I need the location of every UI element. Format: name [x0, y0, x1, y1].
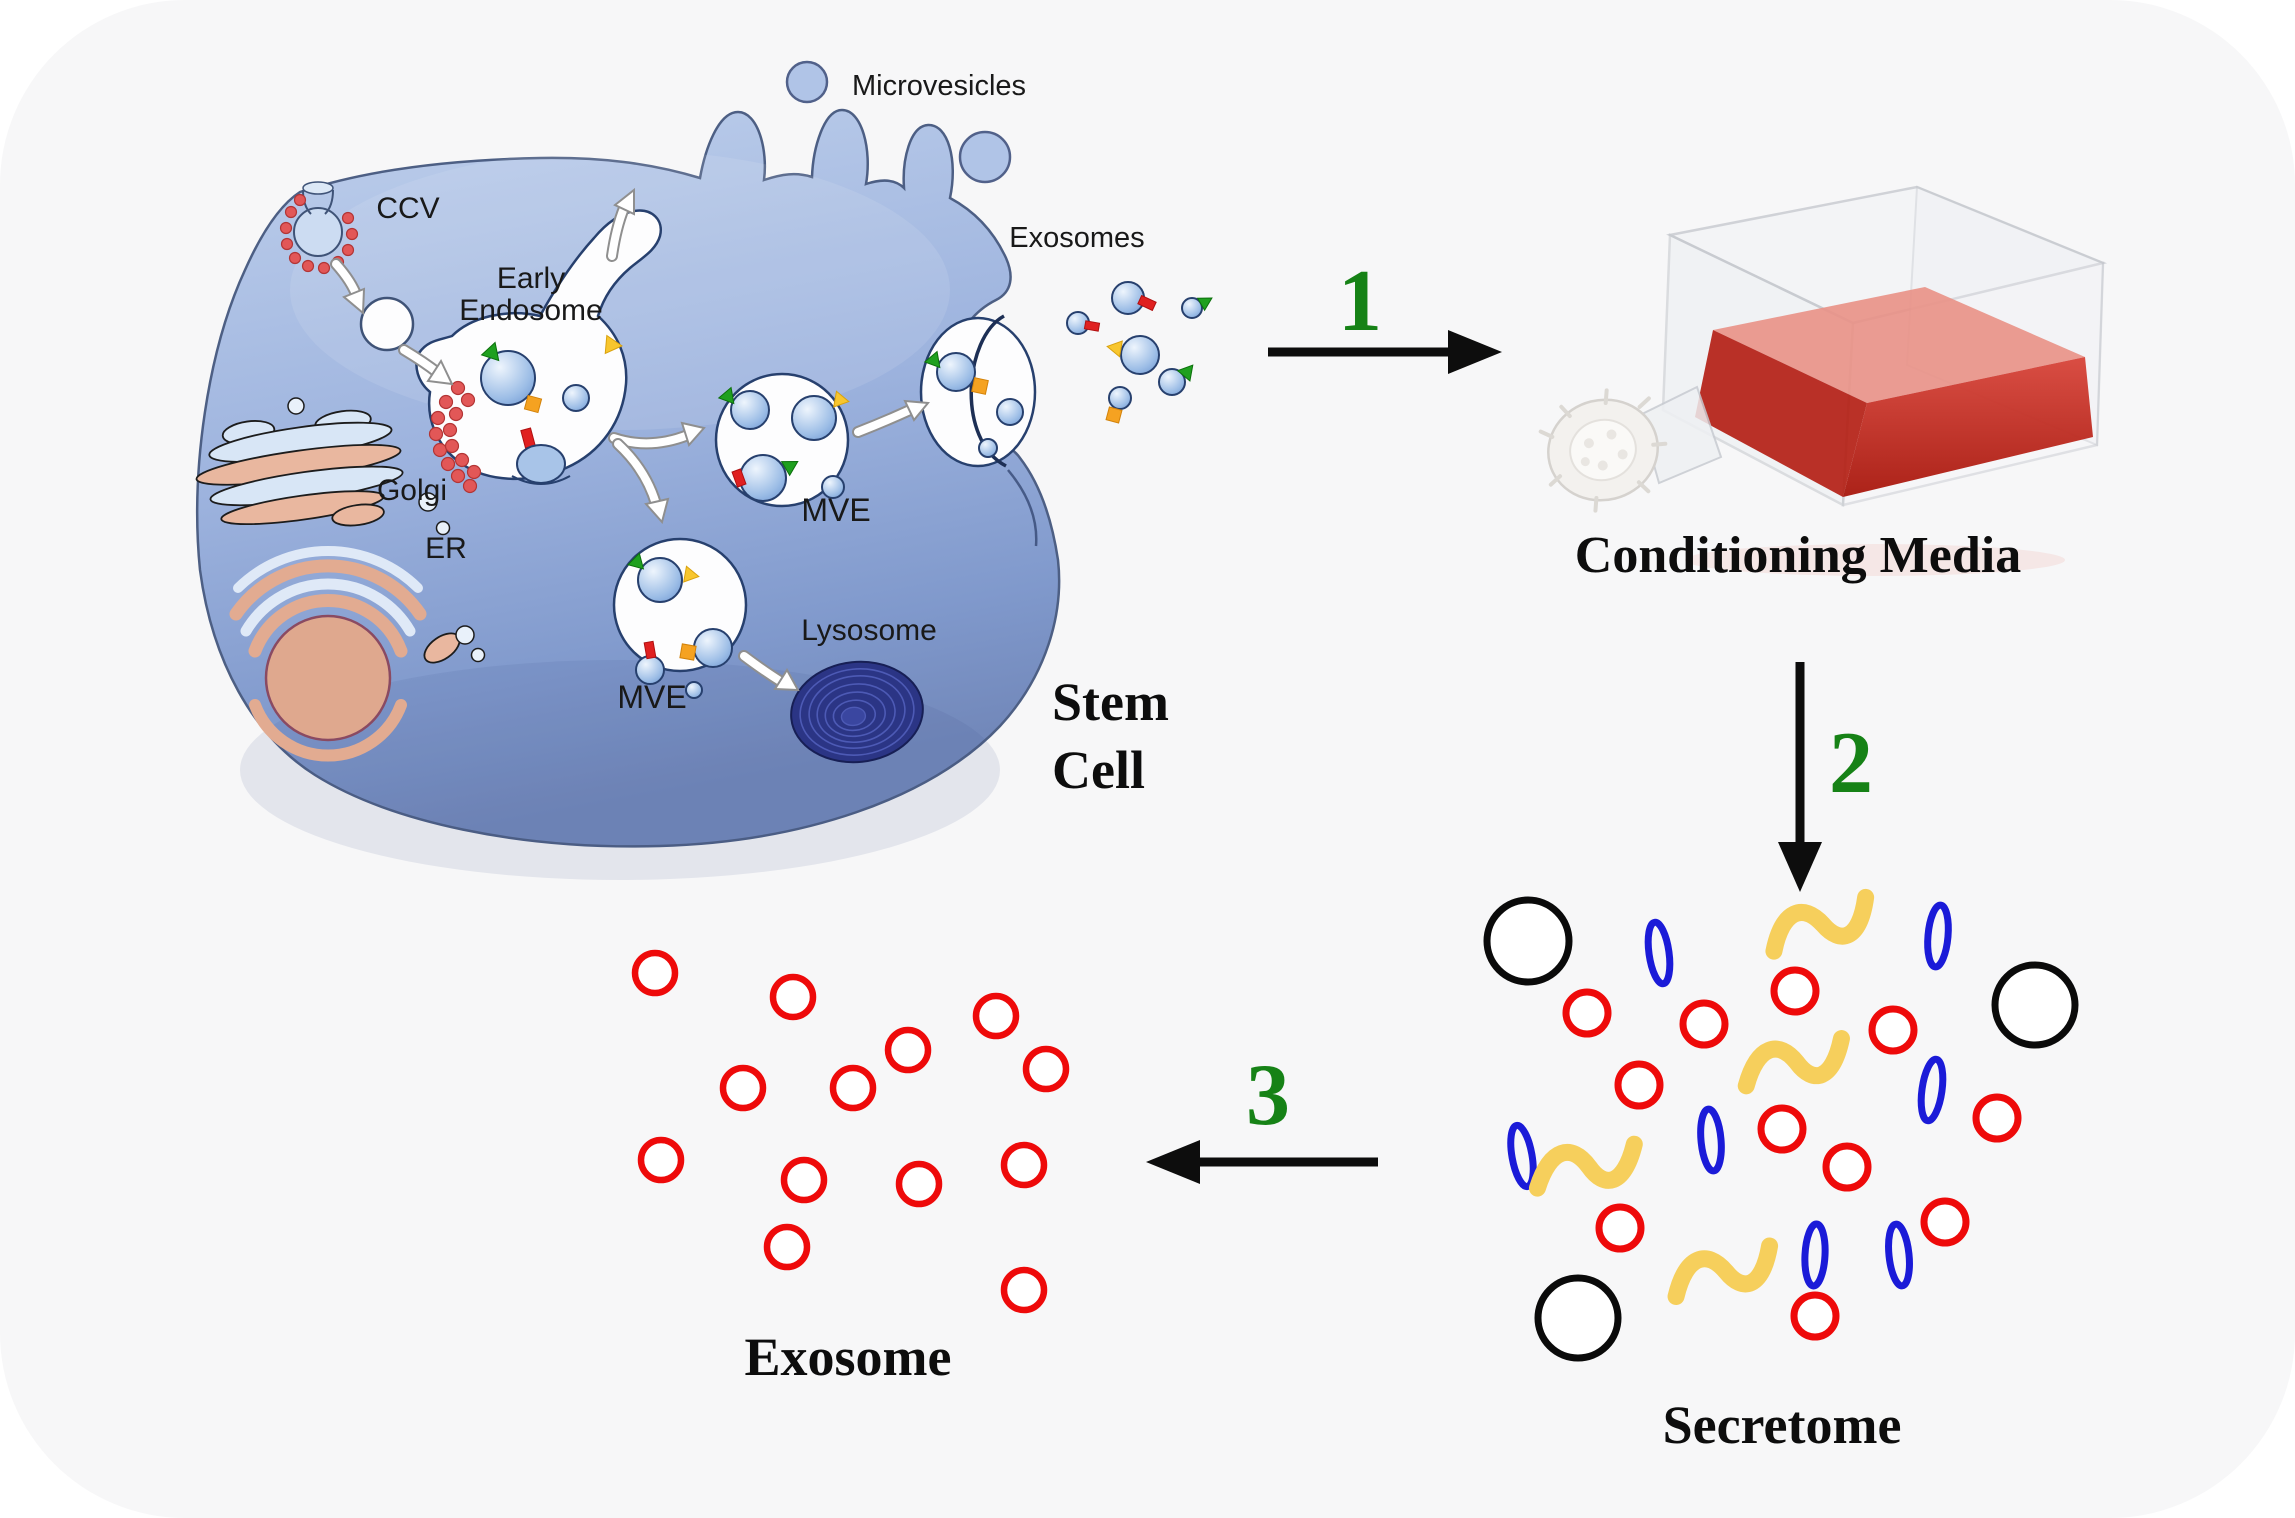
secretome-protein-ellipse — [1697, 1105, 1725, 1175]
step-3-arrow — [1146, 1140, 1378, 1184]
secretome-exosome-circle — [1679, 999, 1729, 1049]
exosome-circle — [780, 1156, 828, 1204]
secretome-exosome-circle — [1920, 1197, 1970, 1247]
flask-cap — [1538, 388, 1668, 513]
secretome-blue-ellipses — [1507, 901, 1952, 1290]
secretome-exosome-circle — [1757, 1104, 1807, 1154]
early-endosome-label-line2: Endosome — [459, 294, 602, 327]
step-1-number: 1 — [1338, 253, 1382, 350]
secretome-protein-ellipse — [1885, 1220, 1913, 1290]
mve-upper-label: MVE — [801, 492, 870, 528]
secretome-protein-ellipse — [1507, 1121, 1537, 1191]
conditioning-media-label: Conditioning Media — [1575, 527, 2021, 584]
clathrin-coat-dots — [279, 193, 359, 275]
exosomes-label: Exosomes — [1009, 222, 1144, 254]
er-label: ER — [425, 532, 467, 565]
exosome-circle — [1022, 1045, 1070, 1093]
secretome-exosome-circle — [1770, 966, 1820, 1016]
exosome-circle — [637, 1136, 685, 1184]
step-3-number: 3 — [1246, 1047, 1290, 1144]
exosome-label: Exosome — [745, 1327, 952, 1387]
step-2-arrow — [1778, 662, 1822, 892]
secretome-exosome-circle — [1972, 1093, 2022, 1143]
media-left — [1695, 330, 1867, 497]
flask-reflection — [1685, 544, 2065, 576]
secretome-exosome-circle — [1822, 1142, 1872, 1192]
stem-cell-illustration: CCV Early Endosome Golgi ER MVE MVE Lyso… — [195, 60, 1213, 880]
exosome-circle — [884, 1026, 932, 1074]
intracellular-arrows — [330, 187, 930, 692]
fusing-mve-pocket — [919, 314, 1038, 547]
secretome-exosome-circle — [1562, 988, 1612, 1038]
released-exosomes — [1066, 281, 1213, 424]
secretome-factor-squiggle — [1737, 1030, 1850, 1095]
secretome-exosome-circle — [1790, 1291, 1840, 1341]
exosome-circle — [829, 1064, 877, 1112]
secretome-large-vesicle — [1534, 1274, 1622, 1362]
secretome-factor-squiggle — [1528, 1135, 1643, 1197]
golgi-apparatus — [195, 397, 451, 536]
secretome-exosome-circle — [1595, 1203, 1645, 1253]
secretome-factor-squiggle — [1667, 1237, 1779, 1306]
exosome-circle — [895, 1160, 943, 1208]
exosome-circle — [763, 1223, 811, 1271]
endosome-coat-dots — [428, 380, 482, 494]
secretome-black-circles — [1483, 896, 2079, 1362]
secretome-large-vesicle — [1991, 961, 2079, 1049]
secretome-protein-ellipse — [1924, 901, 1952, 971]
ccv-structure — [279, 181, 359, 275]
media-front — [1843, 357, 2093, 497]
golgi-label: Golgi — [377, 474, 447, 507]
mve-upper-body — [714, 372, 850, 508]
endoplasmic-reticulum — [229, 546, 486, 762]
mve-lower-label: MVE — [617, 679, 686, 715]
step-2-number: 2 — [1829, 715, 1873, 812]
secretome-yellow-squiggles — [1528, 888, 1875, 1306]
exosome-circle — [1000, 1141, 1048, 1189]
secretome-exosome-circle — [1868, 1005, 1918, 1055]
stem-cell-title-line1: Stem — [1052, 672, 1169, 732]
exosome-red-circles — [631, 949, 1070, 1314]
mve-lower-body — [612, 537, 748, 699]
secretome-protein-ellipse — [1917, 1055, 1947, 1125]
secretome-exosome-circle — [1614, 1060, 1664, 1110]
lysosome-body — [790, 660, 924, 764]
secretome-large-vesicle — [1483, 896, 1573, 986]
stem-cell-title-line2: Cell — [1052, 740, 1145, 800]
early-endosome — [415, 209, 663, 494]
exosome-circle — [972, 992, 1020, 1040]
microvesicles-label: Microvesicles — [852, 70, 1026, 102]
step-1-arrow — [1268, 330, 1502, 374]
secretome-red-circles — [1562, 966, 2022, 1341]
culture-flask — [1538, 185, 2108, 576]
early-endosome-label-line1: Early — [497, 262, 565, 295]
exosome-circle — [631, 949, 679, 997]
exosome-circle — [1000, 1266, 1048, 1314]
secretome-factor-squiggle — [1765, 888, 1875, 960]
lysosome-label: Lysosome — [801, 614, 937, 647]
media-surface — [1713, 287, 2085, 403]
secretome-protein-ellipse — [1644, 918, 1674, 988]
ccv-label: CCV — [376, 192, 439, 225]
microvesicle-free-vesicles — [785, 60, 1012, 184]
secretome-label: Secretome — [1663, 1395, 1902, 1455]
endocytic-vesicle — [359, 296, 415, 352]
exosome-circle — [769, 973, 817, 1021]
cell-body — [196, 108, 1061, 848]
secretome-protein-ellipse — [1801, 1220, 1829, 1290]
exosome-circle — [719, 1064, 767, 1112]
